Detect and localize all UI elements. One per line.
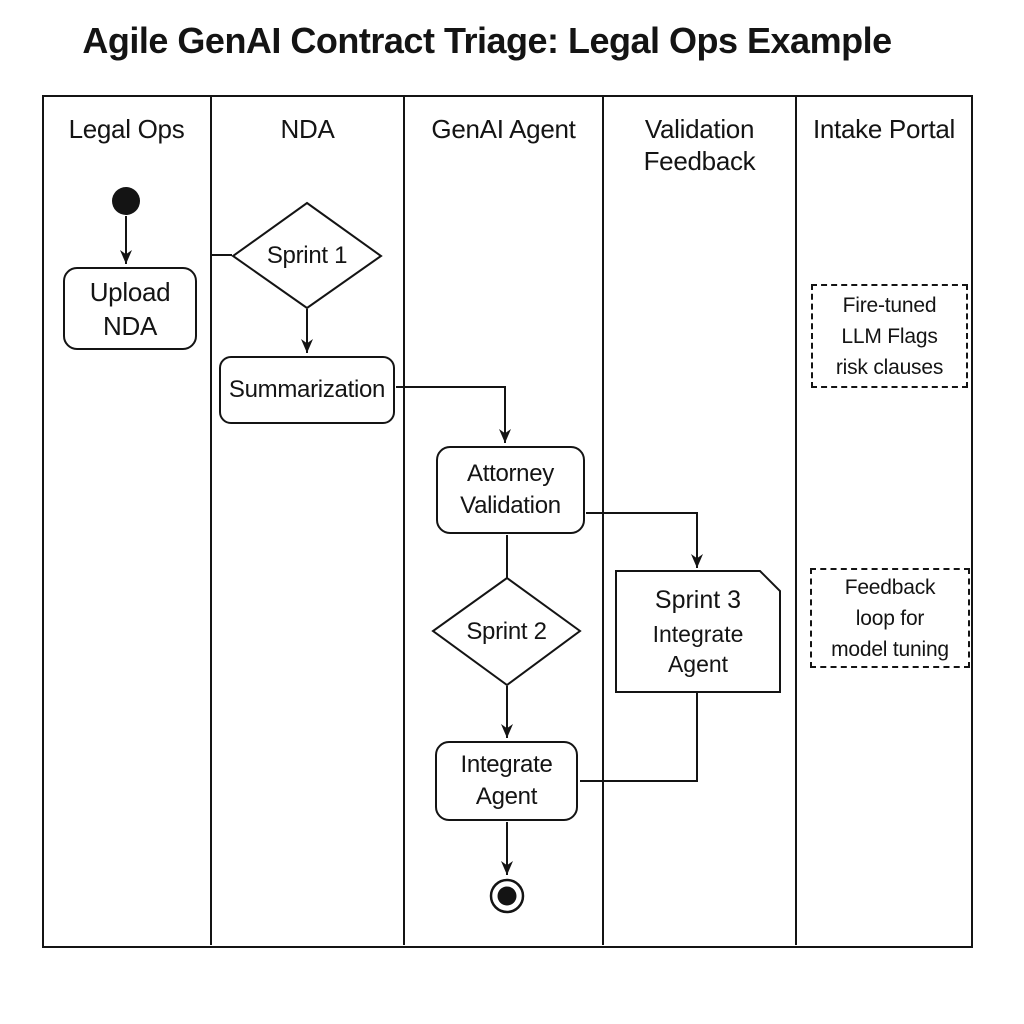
annotation-feedback-loop-line2: loop for [855,606,925,630]
decision-sprint-1-label: Sprint 1 [266,241,348,269]
note-sprint-3-line1: Integrate [652,620,744,647]
activity-integrate-agent: Integrate Agent [435,741,578,821]
activity-upload-nda-line2: NDA [103,310,157,341]
activity-summarization: Summarization [219,356,395,424]
swimlane-frame [42,95,973,948]
annotation-feedback-loop-line1: Feedback [844,575,936,599]
activity-attorney-validation-line2: Validation [460,492,561,519]
activity-upload-nda-line1: Upload [89,276,171,307]
decision-sprint-2-label: Sprint 2 [466,617,547,645]
activity-upload-nda: Upload NDA [63,267,197,350]
activity-integrate-agent-line1: Integrate [460,751,553,778]
annotation-fine-tuned-llm-line2: LLM Flags [841,324,938,348]
annotation-feedback-loop-line3: model tuning [831,637,949,661]
annotation-fine-tuned-llm-line3: risk clauses [835,355,944,379]
annotation-fine-tuned-llm: Fire-tuned LLM Flags risk clauses [811,284,968,388]
decision-sprint-2: Sprint 2 [433,578,580,685]
activity-summarization-label: Summarization [228,376,386,403]
annotation-fine-tuned-llm-line1: Fire-tuned [842,293,937,317]
annotation-feedback-loop: Feedback loop for model tuning [810,568,970,668]
swimlane-header-genai-agent: GenAI Agent [431,114,576,144]
diagram-title: Agile GenAI Contract Triage: Legal Ops E… [82,20,892,61]
activity-attorney-validation: Attorney Validation [436,446,585,534]
note-sprint-3: Sprint 3 Integrate Agent [616,571,780,692]
swimlane-header-nda: NDA [280,114,335,144]
swimlane-header-intake-portal: Intake Portal [812,114,956,144]
note-sprint-3-line2: Agent [667,650,729,677]
swimlane-header-validation-feedback: Validation Feedback [643,114,756,176]
activity-attorney-validation-line1: Attorney [467,460,554,487]
swimlane-header-legal-ops: Legal Ops [68,114,185,144]
note-sprint-3-title: Sprint 3 [654,585,742,614]
decision-sprint-1: Sprint 1 [233,203,381,308]
activity-integrate-agent-line2: Agent [475,783,538,810]
